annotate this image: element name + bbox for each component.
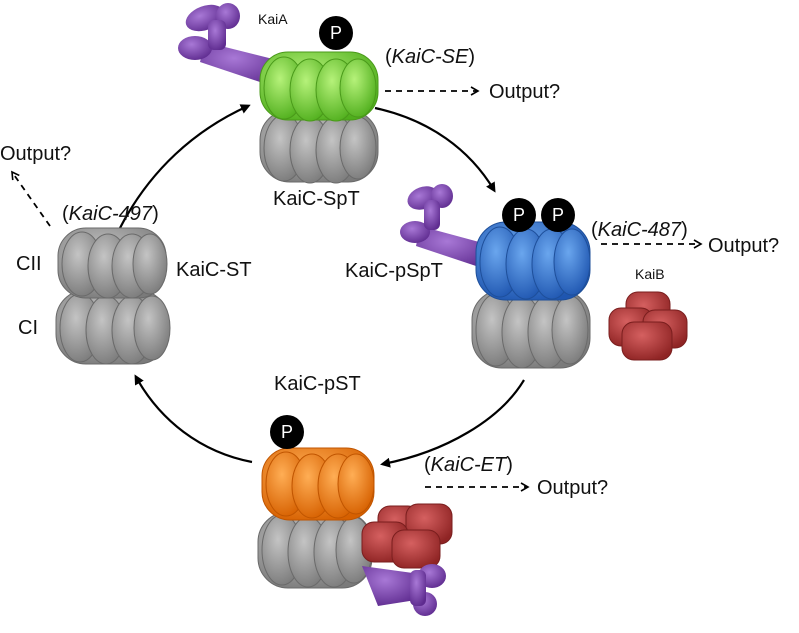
kaib-protein [608, 291, 688, 361]
phospho-label: P [552, 205, 564, 225]
cycle-arrow-spt-to-pspt [374, 106, 496, 193]
output-label-pspt: Output? [708, 235, 779, 257]
kaic-pst-complex: P [257, 415, 453, 616]
gene-label-kaic-et: (KaiC-ET) [424, 454, 513, 476]
state-label-kaic-spt: KaiC-SpT [273, 188, 360, 210]
cycle-arrow-pst-to-st [134, 374, 253, 464]
state-label-kaic-pst: KaiC-pST [274, 373, 361, 395]
kaib-label: KaiB [635, 266, 665, 282]
kaia-protein [400, 184, 494, 270]
kaia-protein [362, 564, 446, 616]
phospho-group: P [319, 16, 353, 50]
output-label-spt: Output? [489, 81, 560, 103]
cycle-arrow-pspt-to-pst [380, 379, 525, 468]
state-label-kaic-pspt: KaiC-pSpT [345, 260, 443, 282]
gene-label-kaic-497: (KaiC-497) [62, 203, 159, 225]
cycle-arrow-st-to-spt [119, 104, 251, 229]
kaic-ci-ring [55, 289, 171, 365]
kaib-protein [361, 503, 453, 569]
gene-label-kaic-se: (KaiC-SE) [385, 46, 475, 68]
phospho-label: P [281, 422, 293, 442]
gene-label-kaic-487: (KaiC-487) [591, 219, 688, 241]
kaic-pspt-complex: P P [400, 184, 591, 369]
phospho-label: P [513, 205, 525, 225]
kaic-ci-ring [259, 109, 379, 184]
kaic-cii-ring-orange [261, 447, 375, 521]
kaic-ci-ring [471, 289, 591, 369]
kaic-cii-ring-blue [475, 221, 591, 301]
domain-label-ci: CI [18, 317, 38, 339]
output-label-st: Output? [0, 143, 71, 165]
state-label-kaic-st: KaiC-ST [176, 259, 252, 281]
kaic-ci-ring [257, 511, 373, 589]
phospho-label: P [330, 23, 342, 43]
kaic-cii-ring-green [259, 51, 379, 122]
phospho-group: P [502, 198, 536, 232]
kaic-spt-complex: P [178, 3, 379, 184]
phospho-group: P [541, 198, 575, 232]
domain-label-cii: CII [16, 253, 42, 275]
output-arrow-st [11, 170, 51, 227]
kaic-st-complex [55, 227, 171, 365]
kaia-label: KaiA [258, 11, 288, 27]
phospho-group: P [270, 415, 304, 449]
output-label-pst: Output? [537, 477, 608, 499]
kaic-cii-ring-grey [57, 227, 168, 299]
